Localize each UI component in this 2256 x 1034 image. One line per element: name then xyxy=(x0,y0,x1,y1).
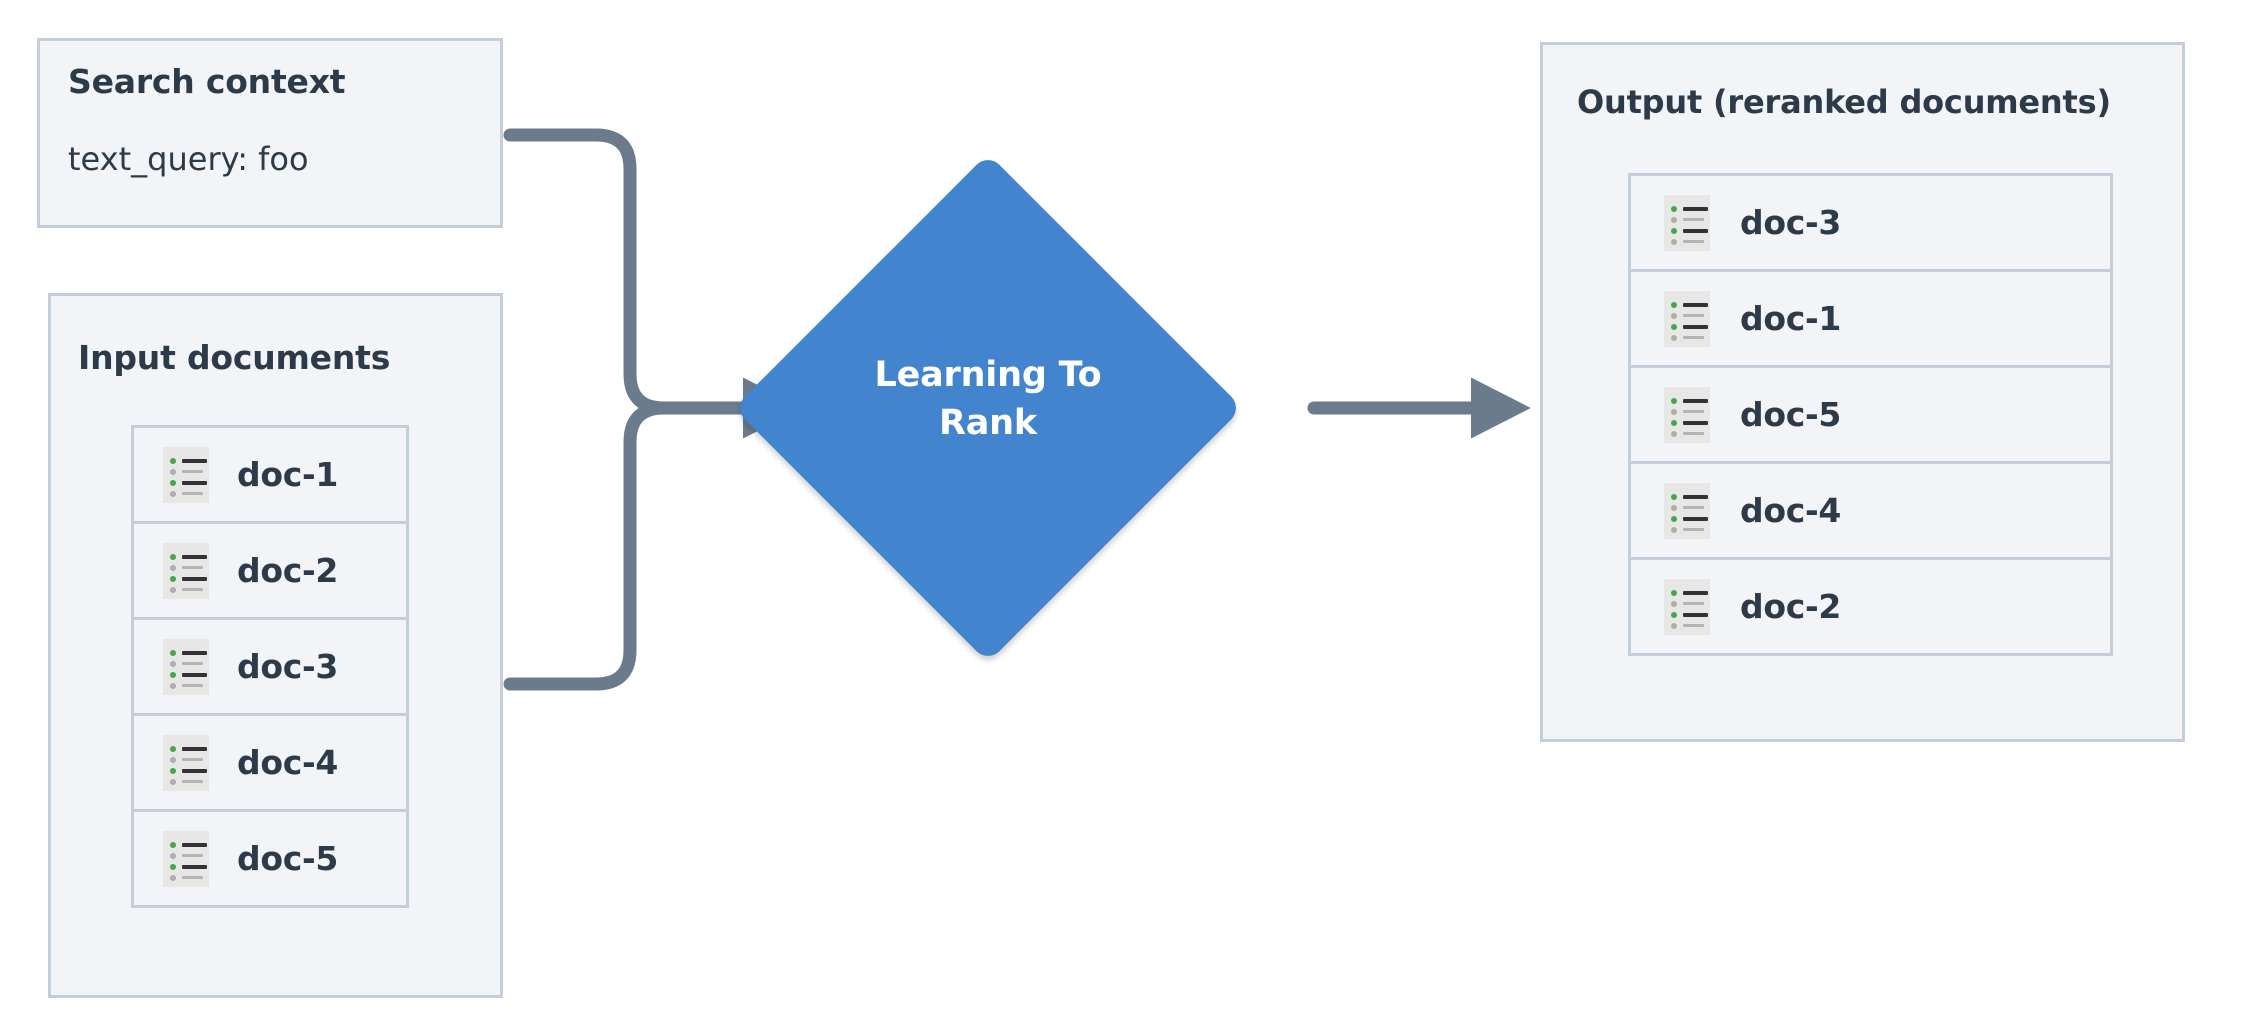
output-list-item[interactable]: doc-3 xyxy=(1628,173,2113,272)
output-list-item-label: doc-2 xyxy=(1740,587,1842,626)
output-list-item-label: doc-5 xyxy=(1740,395,1842,434)
input-list-item-label: doc-3 xyxy=(237,647,339,686)
output-list-item[interactable]: doc-1 xyxy=(1628,269,2113,368)
input-list-item-label: doc-5 xyxy=(237,839,339,878)
learning-to-rank-label-line-1: Learning To xyxy=(874,355,1102,395)
input-list-item[interactable]: doc-4 xyxy=(131,713,409,812)
list-document-icon xyxy=(163,734,209,791)
output-documents-list: doc-3 doc-1 doc-5 xyxy=(1628,173,2113,656)
learning-to-rank-label-line-2: Rank xyxy=(939,402,1037,443)
search-context-title: Search context xyxy=(68,62,346,101)
list-document-icon xyxy=(1664,194,1710,251)
input-documents-list: doc-1 doc-2 doc-3 xyxy=(131,425,409,908)
output-list-item[interactable]: doc-5 xyxy=(1628,365,2113,464)
list-document-icon xyxy=(1664,290,1710,347)
learning-to-rank-label: Learning To Rank xyxy=(836,352,1140,447)
search-context-query-text: text_query: foo xyxy=(68,140,309,178)
output-title: Output (reranked documents) xyxy=(1577,83,2111,121)
output-list-item-label: doc-3 xyxy=(1740,203,1842,242)
edge-input-documents-to-ltr xyxy=(503,401,679,691)
input-list-item-label: doc-1 xyxy=(237,455,339,494)
list-document-icon xyxy=(1664,386,1710,443)
output-list-item-label: doc-1 xyxy=(1740,299,1842,338)
list-document-icon xyxy=(163,446,209,503)
input-documents-title: Input documents xyxy=(78,338,391,377)
list-document-icon xyxy=(163,830,209,887)
input-list-item[interactable]: doc-1 xyxy=(131,425,409,524)
output-list-item-label: doc-4 xyxy=(1740,491,1842,530)
list-document-icon xyxy=(1664,482,1710,539)
output-list-item[interactable]: doc-2 xyxy=(1628,557,2113,656)
search-context-panel xyxy=(37,38,503,228)
list-document-icon xyxy=(163,638,209,695)
input-list-item[interactable]: doc-5 xyxy=(131,809,409,908)
list-document-icon xyxy=(1664,578,1710,635)
input-list-item-label: doc-2 xyxy=(237,551,339,590)
input-list-item-label: doc-4 xyxy=(237,743,339,782)
input-list-item[interactable]: doc-3 xyxy=(131,617,409,716)
output-list-item[interactable]: doc-4 xyxy=(1628,461,2113,560)
edge-search-context-to-ltr xyxy=(503,128,679,415)
input-list-item[interactable]: doc-2 xyxy=(131,521,409,620)
list-document-icon xyxy=(163,542,209,599)
